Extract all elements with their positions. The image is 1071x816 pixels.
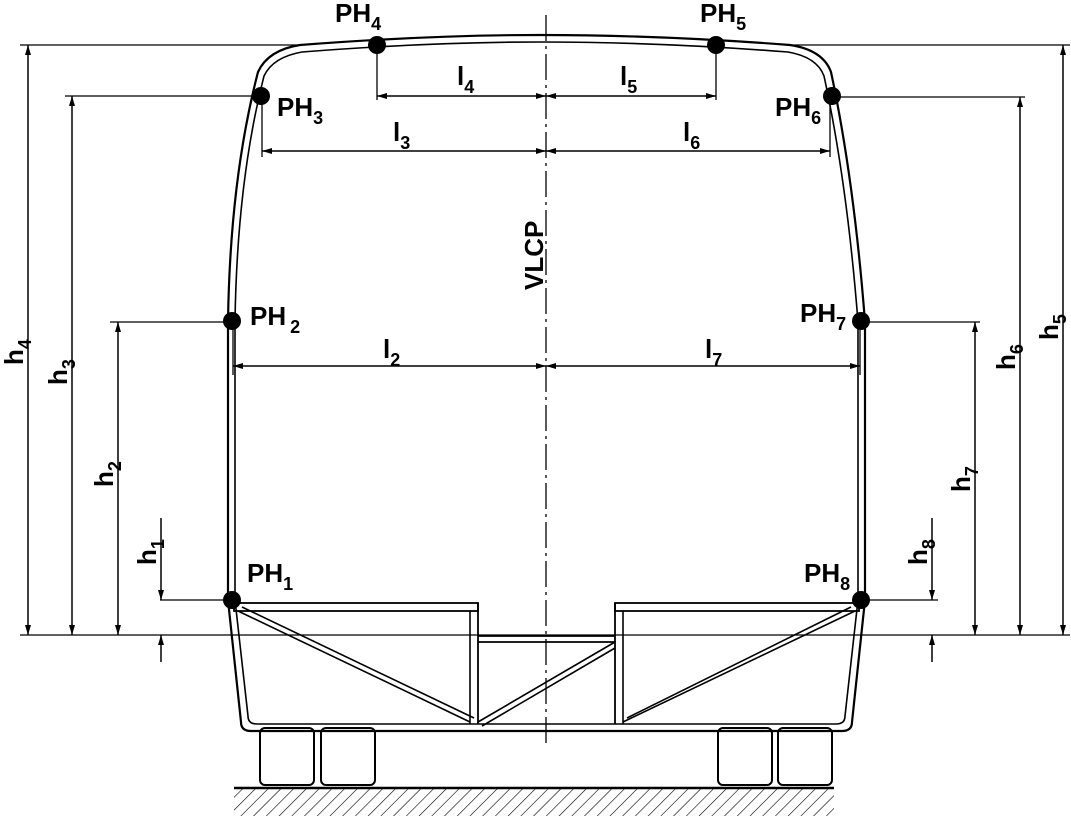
width-dimension-arrows [233, 93, 860, 369]
label-h4: h4 [0, 339, 35, 365]
vlcp-label: VLCP [519, 221, 549, 290]
label-h8: h8 [903, 539, 939, 565]
point-ph7 [852, 312, 870, 330]
label-l4: l4 [457, 61, 474, 97]
ground [234, 786, 834, 816]
label-h2: h2 [89, 461, 125, 487]
label-l2: l2 [383, 334, 400, 370]
label-h3: h3 [43, 359, 79, 385]
wheels [259, 727, 833, 786]
label-ph4: PH4 [335, 0, 381, 34]
point-ph1 [223, 591, 241, 609]
height-dimension-arrows [25, 45, 1066, 662]
point-ph2 [223, 312, 241, 330]
label-ph6: PH6 [775, 92, 821, 128]
point-ph8 [852, 591, 870, 609]
point-ph3 [252, 87, 270, 105]
point-ph6 [823, 87, 841, 105]
label-ph1: PH1 [247, 558, 293, 594]
label-l5: l5 [620, 61, 637, 97]
label-h7: h7 [946, 466, 982, 492]
label-ph5: PH5 [700, 0, 746, 34]
point-ph4 [368, 36, 386, 54]
label-l3: l3 [393, 117, 410, 153]
measurement-points [223, 36, 870, 609]
point-ph5 [707, 36, 725, 54]
label-ph8: PH8 [804, 558, 850, 594]
label-ph7: PH7 [800, 298, 846, 334]
label-ph3: PH3 [277, 92, 323, 128]
reference-lines [20, 44, 1070, 636]
label-l6: l6 [683, 117, 700, 153]
label-h6: h6 [991, 344, 1027, 370]
label-h1: h1 [132, 539, 168, 565]
label-h5: h5 [1034, 314, 1070, 340]
label-l7: l7 [705, 334, 722, 370]
